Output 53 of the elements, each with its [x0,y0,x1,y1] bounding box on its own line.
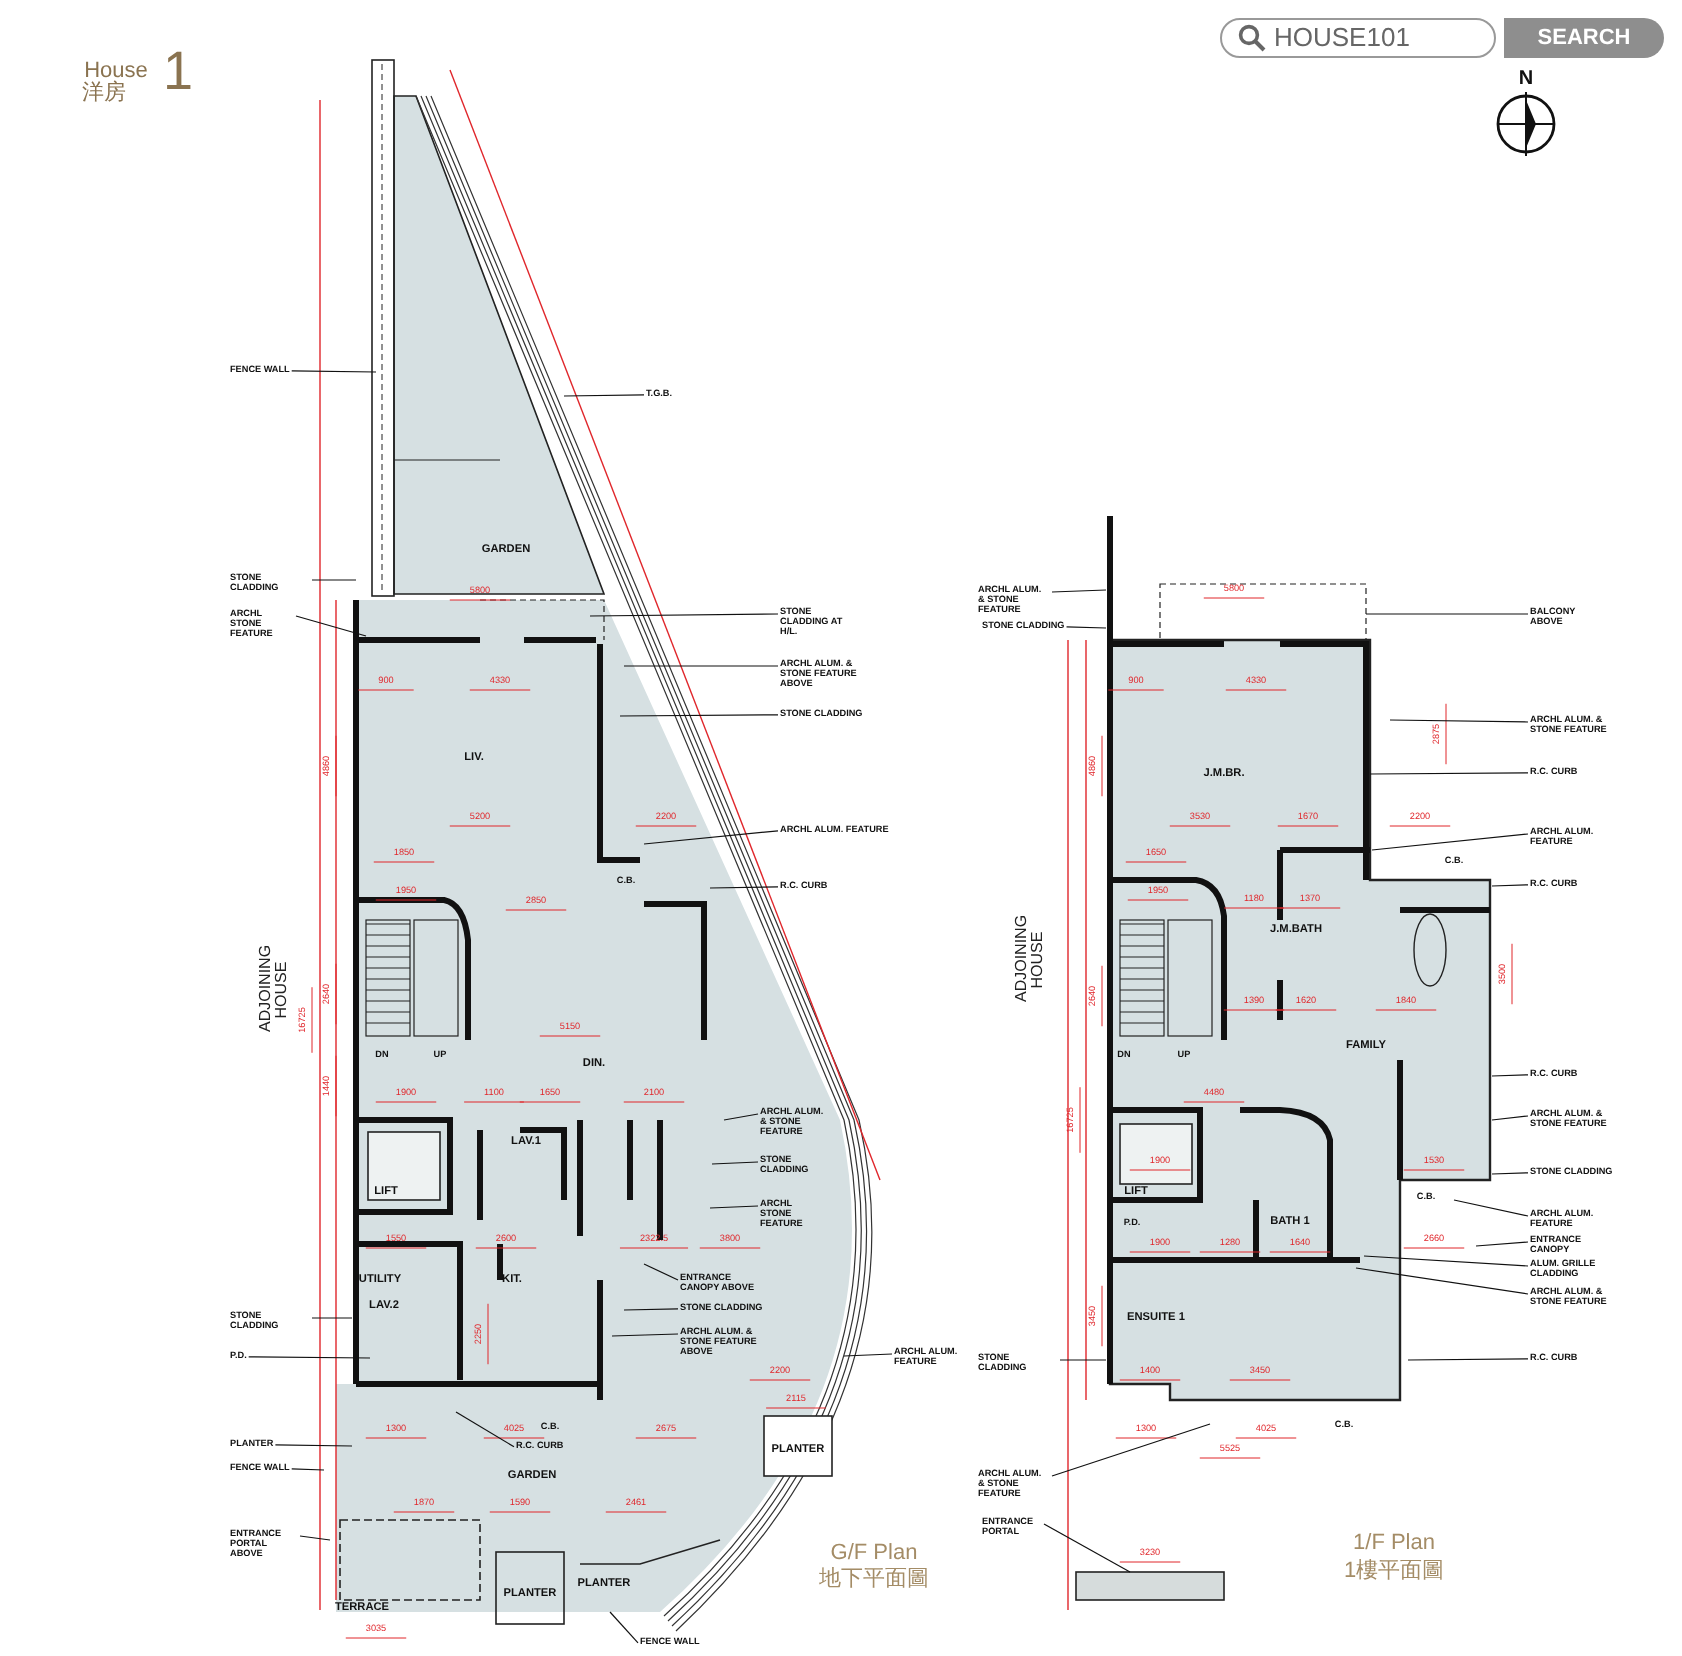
leader-line [291,1468,325,1471]
plan-title: 1/F Plan [1353,1533,1435,1555]
plan-title: 1樓平面圖 [1343,1561,1445,1583]
leader-line [311,1317,353,1319]
leader-line [1475,1241,1529,1247]
leader-line [1491,1115,1529,1121]
leader-line [643,1263,679,1281]
leader-line [299,1535,331,1541]
leader-line [709,886,779,889]
plan-title: 地下平面圖 [819,1569,929,1591]
leader-line [1065,626,1107,629]
leader-line [1491,1172,1529,1175]
leader-line [1407,1358,1529,1361]
north-label: N [1518,70,1534,90]
house-number: 1 [162,45,194,99]
leader-line [623,1308,679,1311]
leader-line [643,830,779,845]
leader-line [1355,1267,1529,1295]
leader-line [611,1333,679,1337]
leader-line [274,1444,353,1447]
leader-line [1363,1255,1529,1267]
leader-line [291,370,377,373]
search-button: SEARCH [1504,18,1664,58]
leader-line [1491,884,1529,887]
leader-line [1453,1199,1529,1217]
leader-line [1059,1359,1107,1361]
leader-line [1371,833,1529,851]
leader-line [1051,589,1107,593]
leader-line [1389,719,1529,723]
heading-text: 洋房 [82,83,126,105]
leader-line [1365,613,1529,615]
leader-line [295,615,367,637]
leader-line [609,1611,639,1644]
plan-title: G/F Plan [830,1543,918,1565]
leader-line [711,1161,759,1165]
leader-line [843,1353,893,1357]
leader-line [248,1356,371,1359]
leader-line [1491,1074,1529,1077]
leader-line [311,579,357,581]
leader-line [709,1205,759,1209]
leader-line [1051,1423,1211,1477]
leader-line [723,1113,759,1121]
leader-line [623,665,779,667]
leader-line [1369,772,1529,775]
leader-line [1043,1523,1131,1573]
leader-line [619,714,779,717]
search-field: HOUSE101 [1220,18,1496,58]
leader-line [455,1411,515,1448]
side-label: ADJOINING HOUSE [258,948,290,1032]
leader-line [563,394,645,397]
heading-text: House [84,61,148,83]
leader-line [589,613,779,617]
side-label: ADJOINING HOUSE [1014,918,1046,1002]
